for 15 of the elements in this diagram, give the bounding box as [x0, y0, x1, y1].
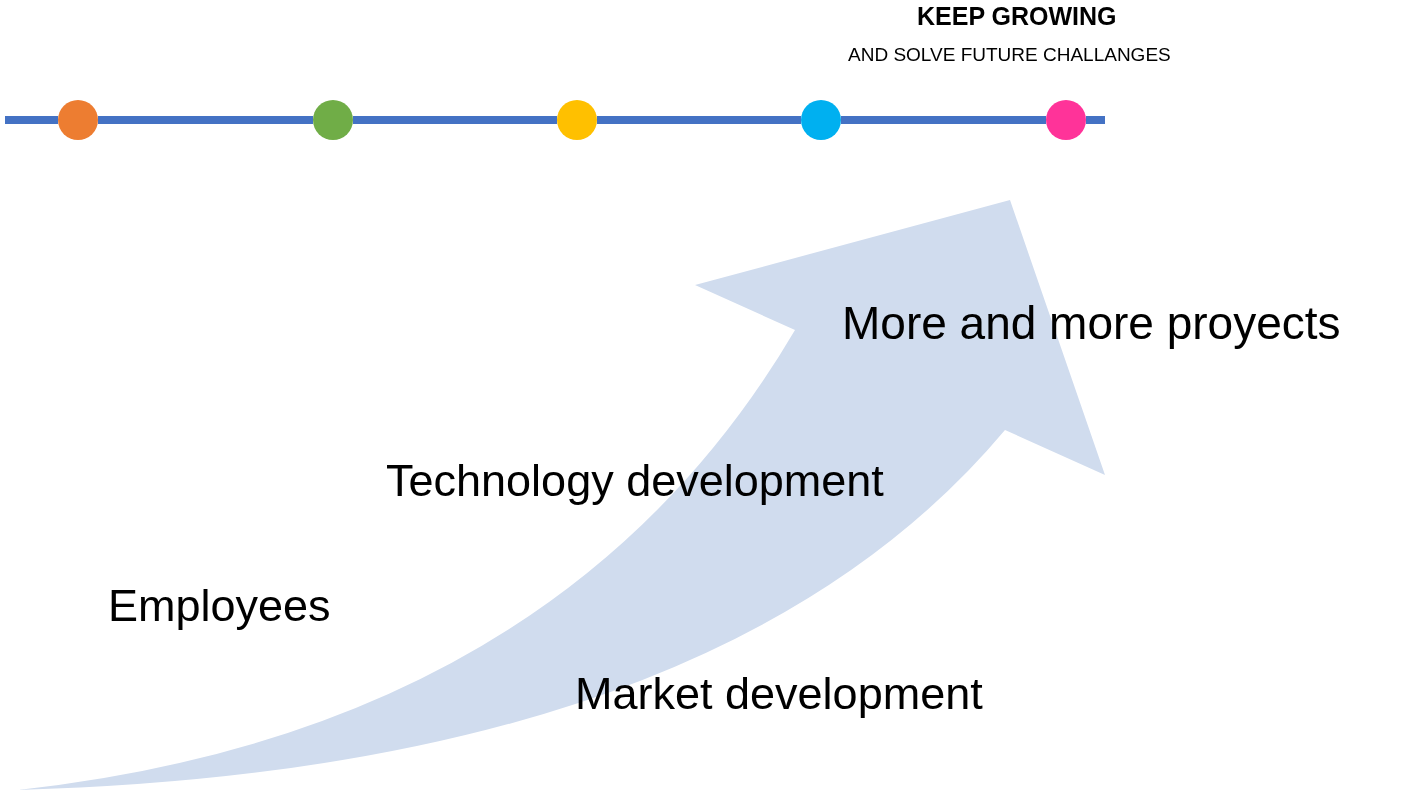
timeline-segment: [597, 116, 801, 124]
timeline-segment: [841, 116, 1046, 124]
heading: KEEP GROWING: [917, 2, 1117, 31]
growth-label: Employees: [108, 580, 331, 632]
growth-label: More and more proyects: [842, 296, 1341, 350]
subheading: AND SOLVE FUTURE CHALLANGES: [848, 44, 1171, 66]
timeline-segment: [353, 116, 557, 124]
timeline-segment: [98, 116, 313, 124]
timeline-dot: [1046, 100, 1086, 140]
timeline-dot: [313, 100, 353, 140]
growth-label: Market development: [575, 668, 983, 720]
timeline-dot: [557, 100, 597, 140]
timeline-dot: [58, 100, 98, 140]
growth-label: Technology development: [386, 455, 884, 507]
timeline-dot: [801, 100, 841, 140]
